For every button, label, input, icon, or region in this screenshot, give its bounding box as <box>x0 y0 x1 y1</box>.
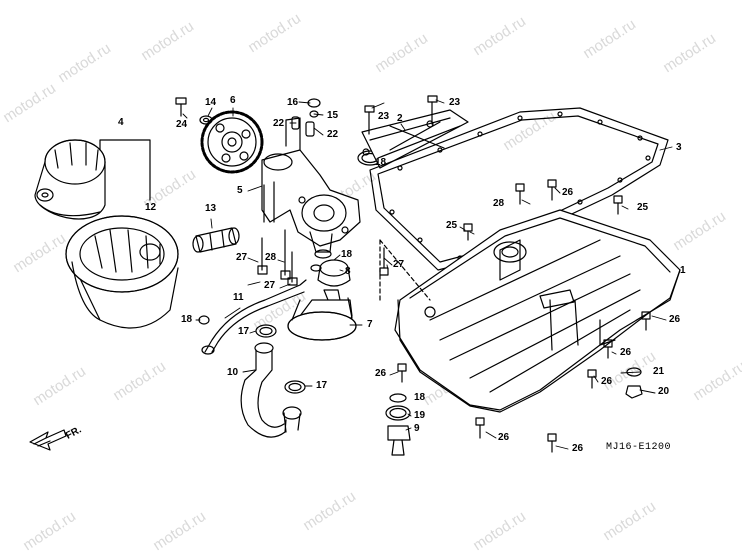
callout-label: 27 <box>393 259 405 270</box>
oil-filter-large-icon <box>65 215 179 329</box>
callout-label: 24 <box>176 119 188 130</box>
callout-label: 11 <box>233 292 244 303</box>
oil-pan-gasket-icon <box>369 107 669 271</box>
callout-label: 22 <box>273 118 285 129</box>
callout-label: 26 <box>669 314 681 325</box>
callout-label: 23 <box>449 97 461 108</box>
callout-label: 26 <box>601 376 613 387</box>
callout-label: 6 <box>230 95 236 106</box>
callout-label: 4 <box>118 117 124 128</box>
callout-label: 1 <box>680 265 686 276</box>
callout-label: 13 <box>205 203 217 214</box>
callout-label: 26 <box>562 187 574 198</box>
callout-label: 7 <box>367 319 373 330</box>
callout-label: 17 <box>316 380 328 391</box>
callout-label: 3 <box>676 142 682 153</box>
bolt-icon <box>364 95 438 135</box>
callout-label: 26 <box>620 347 632 358</box>
leader-lines <box>182 99 673 450</box>
oil-pressure-switch-icon <box>385 393 411 456</box>
oil-pump-icon <box>261 117 361 259</box>
callout-label: 18 <box>181 314 193 325</box>
callout-label: 14 <box>205 97 217 108</box>
callout-label: 9 <box>414 423 420 434</box>
callout-label: 17 <box>238 326 250 337</box>
callout-label: 2 <box>397 113 403 124</box>
oil-pan-icon <box>394 209 681 413</box>
oil-pump-gear-icon <box>200 110 264 174</box>
callout-label: 5 <box>237 185 243 196</box>
callout-label: 25 <box>446 220 458 231</box>
callout-label: 18 <box>375 157 387 168</box>
callout-label: 27 <box>236 252 248 263</box>
washer-icon <box>199 115 213 125</box>
callout-label: 15 <box>327 110 339 121</box>
bolt-icon <box>379 179 651 453</box>
callout-label: 28 <box>493 198 505 209</box>
direction-arrow-icon <box>29 429 67 451</box>
oil-filter-small-icon <box>34 139 106 220</box>
callout-label: 26 <box>498 432 510 443</box>
callout-label: 20 <box>658 386 670 397</box>
oil-pipe-upper-icon <box>201 279 307 355</box>
callout-label: 27 <box>264 280 276 291</box>
callout-label: 18 <box>341 249 353 260</box>
callout-label: 22 <box>327 129 339 140</box>
callout-label: 8 <box>345 266 351 277</box>
callout-label: 10 <box>227 367 239 378</box>
o-ring-icon <box>284 380 306 394</box>
callout-label: 21 <box>653 366 665 377</box>
callout-label: 23 <box>378 111 390 122</box>
diagram-code: MJ16-E1200 <box>606 442 672 453</box>
dowel-pin-icon <box>291 116 315 137</box>
bolt-icon <box>175 97 187 117</box>
baffle-plate-icon <box>361 109 469 169</box>
callout-line <box>99 139 151 201</box>
callout-label: 26 <box>572 443 584 454</box>
callout-label: 19 <box>414 410 426 421</box>
drain-bolt-icon <box>625 367 643 399</box>
collar-icon <box>192 227 240 253</box>
callout-label: 26 <box>375 368 387 379</box>
bolt-icon <box>257 229 298 286</box>
callout-label: 18 <box>414 392 426 403</box>
callout-label: 25 <box>637 202 649 213</box>
callout-label: 16 <box>287 97 299 108</box>
callout-label: 28 <box>265 252 277 263</box>
oil-pipe-lower-icon <box>240 342 302 438</box>
callout-label: 12 <box>145 202 157 213</box>
